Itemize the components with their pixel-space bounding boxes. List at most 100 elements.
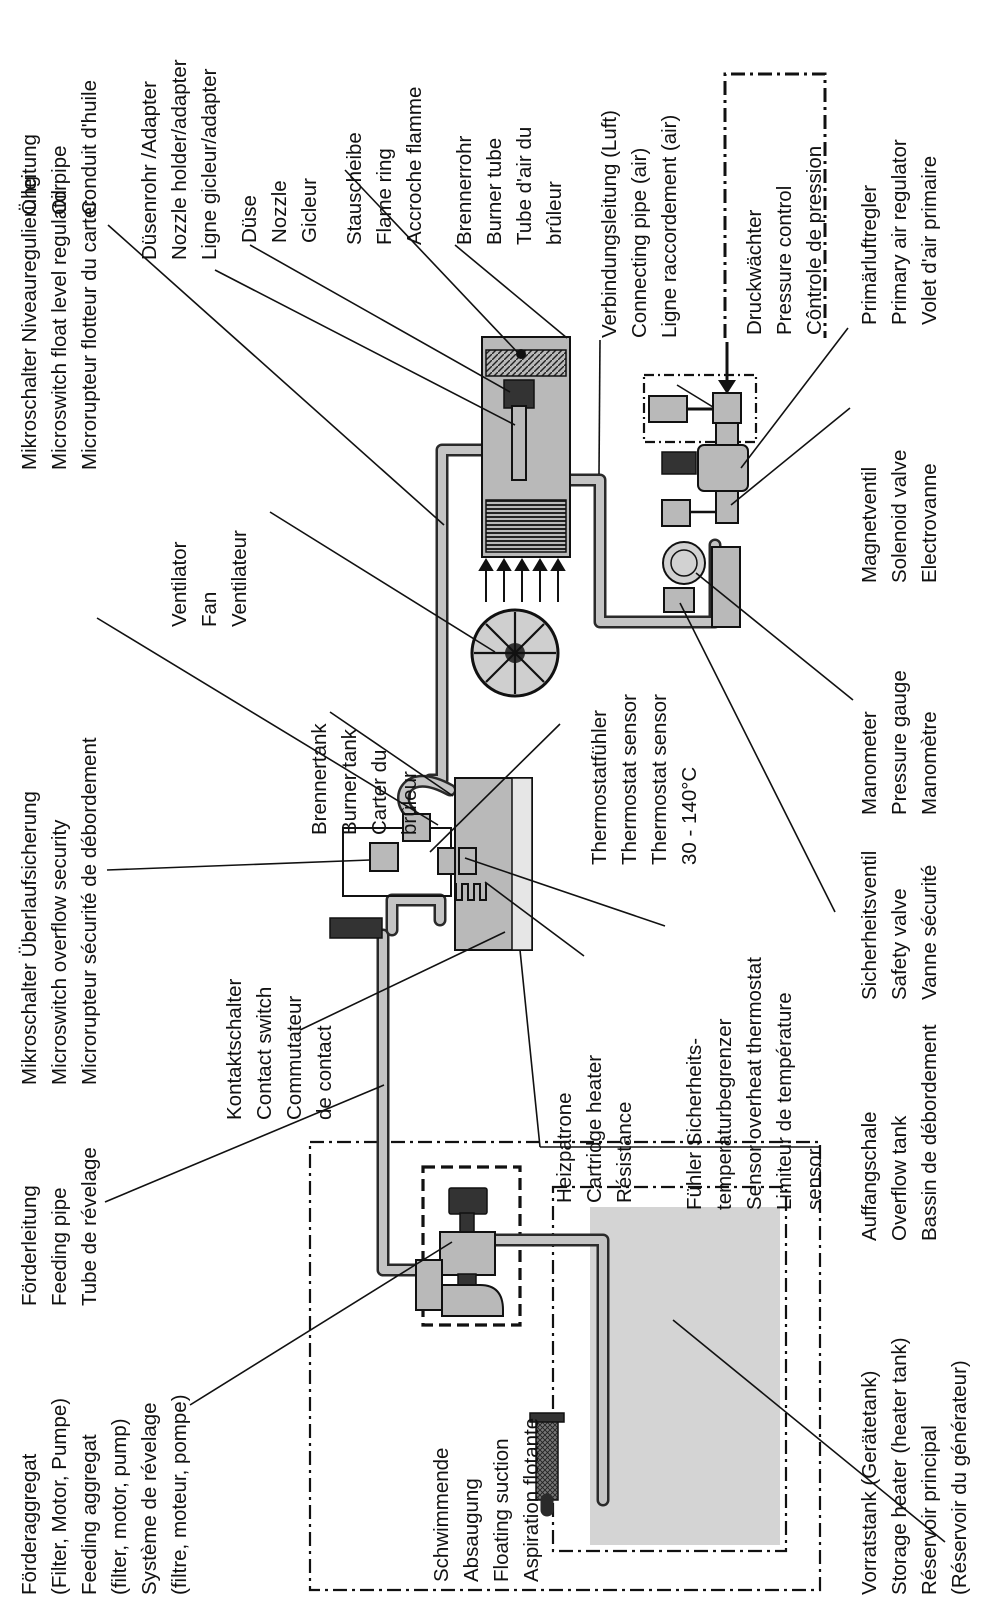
label-magnetventil: Magnetventil Solenoid valve Electrovanne <box>858 450 941 583</box>
label-kontaktschalter-line: Contact switch <box>253 987 276 1120</box>
air-intake-grille <box>486 500 566 552</box>
oil-pipe <box>430 450 485 780</box>
solenoid-valve <box>716 491 738 523</box>
pressure-arrow-icon <box>718 380 736 394</box>
label-brennertank-line: Brennertank <box>308 723 331 835</box>
label-vorratstank-line: Vorratstank (Gerätetank) <box>858 1371 881 1595</box>
flame-ring <box>486 350 566 376</box>
label-heizpatrone: HeizpatroneCartridge heaterRésistance <box>553 1055 636 1203</box>
valve-block <box>712 547 740 627</box>
airflow-arrows <box>480 560 564 602</box>
label-heizpatrone-line: Heizpatrone <box>553 1092 576 1203</box>
label-duesenrohr: Düsenrohr /AdapterNozzle holder/adapterL… <box>138 59 221 260</box>
label-foerderaggregat-line: Feeding aggregat <box>78 1434 101 1595</box>
label-foerderleitung-line: Förderleitung <box>18 1185 41 1306</box>
label-vorratstank-line: Réservoir principal <box>918 1425 941 1595</box>
label-magnetventil-line: Electrovanne <box>918 463 941 583</box>
label-mikroschalter-ueberlauf-line: Microrupteur sécurité de débordement <box>78 737 101 1085</box>
label-kontaktschalter-line: Kontaktschalter <box>223 979 246 1120</box>
label-schwimmende-line: Aspiration flotante <box>520 1418 543 1582</box>
label-fuehler-line: Limiteur de température <box>773 992 796 1210</box>
label-thermostatfuehler-line: Thermostat sensor <box>648 694 671 865</box>
primary-air-regulator <box>698 445 748 491</box>
label-duesenrohr-line: Düsenrohr /Adapter <box>138 81 161 260</box>
label-kontaktschalter-line: de contact <box>313 1025 336 1120</box>
label-manometer-line: Manometer <box>858 711 881 815</box>
nozzle-holder <box>512 406 526 480</box>
label-sicherheitsventil-line: Vanne sécurité <box>918 865 941 1000</box>
label-primaerluft-line: Volet d'air primaire <box>918 156 941 325</box>
label-oelleitung-line: Ölleitung <box>18 134 41 215</box>
pressure-control <box>713 393 741 423</box>
label-verbindungsleitung-line: Ligne raccordement (air) <box>658 115 681 338</box>
feeding-pipe <box>383 935 420 1270</box>
storage-tank-oil <box>590 1207 780 1545</box>
label-brennerrohr-line: Tube d'air du <box>513 127 536 245</box>
label-fuehler-line: temperaturbegrenzer <box>713 1018 736 1210</box>
overflow-tank <box>512 778 532 950</box>
label-mikroschalter-niveau-line: Mikroschalter Niveauregulierung <box>18 176 41 470</box>
safety-valve <box>664 588 694 612</box>
label-stauscheibe-line: Flame ring <box>373 148 396 245</box>
nozzle <box>504 380 534 408</box>
fan <box>472 610 558 696</box>
label-brennerrohr: Brennerrohr Burner tube Tube d'air du brûle… <box>453 127 566 245</box>
label-auffangschale: Auffangschale Overflow tank Bassin de débo… <box>858 1024 941 1241</box>
label-auffangschale-line: Auffangschale <box>858 1111 881 1241</box>
label-brennertank-line: Burner tank <box>338 728 361 835</box>
label-thermostatfuehler-line: Thermostat sensor <box>618 694 641 865</box>
pressure-control-body <box>649 396 687 422</box>
valve-train <box>649 342 748 627</box>
label-primaerluft-line: Primary air regulator <box>888 139 911 325</box>
label-magnetventil-line: Magnetventil <box>858 467 881 583</box>
label-primaerluft-line: Primärluftregler <box>858 185 881 325</box>
burner-housing <box>482 337 570 557</box>
label-brennerrohr-line: Brennerrohr <box>453 135 476 245</box>
label-mikroschalter-ueberlauf-line: Mikroschalter Überlaufsicherung <box>18 791 41 1085</box>
label-foerderaggregat-line: (filtre, moteur, pompe) <box>168 1394 191 1595</box>
label-duesenrohr-line: Ligne gicleur/adapter <box>198 68 221 260</box>
label-mikroschalter-ueberlauf-line: Microswitch overflow security <box>48 819 71 1085</box>
thermostat-sensor-box <box>438 848 455 874</box>
label-thermostatfuehler-line: 30 - 140°C <box>678 767 701 865</box>
label-druckwaechter-line: Côntrole de pression <box>803 146 826 335</box>
label-auffangschale-line: Bassin de débordement <box>918 1024 941 1241</box>
label-druckwaechter-line: Druckwächter <box>743 210 766 335</box>
label-heizpatrone-line: Résistance <box>613 1102 636 1203</box>
flame-ring-nozzle-tip <box>516 349 526 359</box>
fan-blades-icon <box>474 612 556 694</box>
label-kontaktschalter-line: Commutateur <box>283 996 306 1120</box>
label-mikroschalter-ueberlauf: Mikroschalter Überlaufsicherung Microswit… <box>18 737 101 1085</box>
label-schwimmende-line: Absaugung <box>460 1478 483 1582</box>
label-foerderaggregat-line: Förderaggregat <box>18 1453 41 1595</box>
label-fuehler-line: sensor <box>803 1148 826 1210</box>
label-magnetventil-line: Solenoid valve <box>888 450 911 583</box>
label-mikroschalter-niveau: Mikroschalter Niveauregulierung Microswit… <box>18 176 101 470</box>
primary-air-motor <box>662 452 696 474</box>
label-foerderaggregat-line: Système de révelage <box>138 1402 161 1595</box>
label-brennerrohr-line: Burner tube <box>483 138 506 245</box>
label-stauscheibe-line: Accroche flamme <box>403 87 426 245</box>
contact-switch <box>330 918 382 938</box>
label-auffangschale-line: Overflow tank <box>888 1115 911 1241</box>
label-mikroschalter-niveau-line: Microrupteur flotteur du carter <box>78 200 101 470</box>
label-verbindungsleitung-line: Verbindungsleitung (Luft) <box>598 110 621 338</box>
label-brennerrohr-line: brûleur <box>543 181 566 245</box>
label-mikroschalter-niveau-line: Microswitch float level regulator <box>48 184 71 470</box>
label-ventilator-line: Fan <box>198 592 221 627</box>
label-foerderleitung-line: Tube de révelage <box>78 1147 101 1306</box>
label-manometer-line: Pressure gauge <box>888 670 911 815</box>
microswitch-float-small <box>370 843 398 871</box>
label-ventilator-line: Ventilateur <box>228 530 251 627</box>
